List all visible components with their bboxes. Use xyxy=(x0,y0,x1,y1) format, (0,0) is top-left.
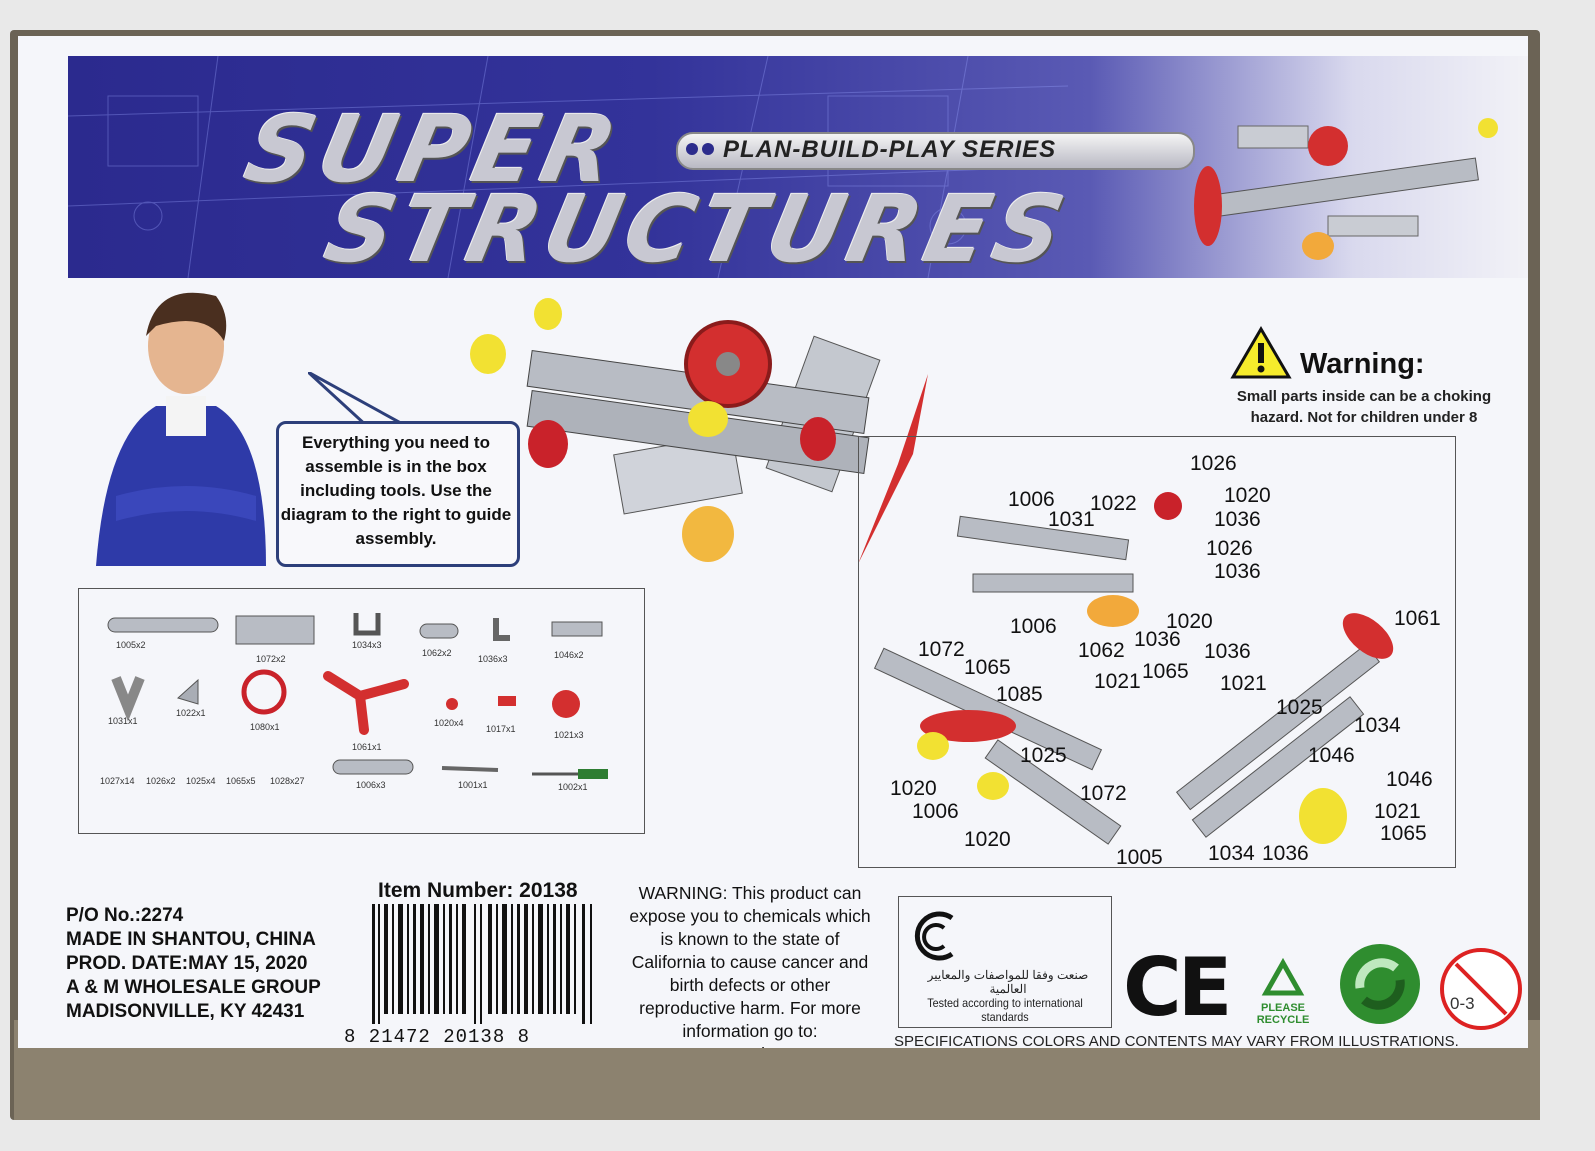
diagram-label: 1006 xyxy=(912,800,959,823)
diagram-label: 1036 xyxy=(1134,628,1181,651)
parts-list xyxy=(78,588,645,834)
standards-arabic-text: صنعت وفقا للمواصفات والمعايير العالمية xyxy=(927,968,1089,996)
diagram-label: 1072 xyxy=(918,638,965,661)
specifications-note: SPECIFICATIONS COLORS AND CONTENTS MAY V… xyxy=(894,1033,1459,1048)
diagram-label: 1034 xyxy=(1208,842,1255,865)
part-label: 1020x4 xyxy=(434,718,464,728)
diagram-label: 1065 xyxy=(1380,822,1427,845)
barcode-digits: 8 21472 20138 8 xyxy=(344,1026,531,1048)
diagram-label: 1026 xyxy=(1190,452,1237,475)
diagram-label: 1036 xyxy=(1214,508,1261,531)
part-label: 1006x3 xyxy=(356,780,386,790)
part-label: 1005x2 xyxy=(116,640,146,650)
part-label: 1017x1 xyxy=(486,724,516,734)
title-banner xyxy=(68,56,1528,278)
assembled-airplane-image xyxy=(470,298,928,564)
item-number: Item Number: 20138 xyxy=(378,879,578,902)
diagram-label: 1025 xyxy=(1020,744,1067,767)
diagram-label: 1046 xyxy=(1386,768,1433,791)
diagram-label: 1072 xyxy=(1080,782,1127,805)
part-label: 1025x4 xyxy=(186,776,216,786)
diagram-label: 1062 xyxy=(1078,639,1125,662)
diagram-label: 1036 xyxy=(1262,842,1309,865)
part-label: 1046x2 xyxy=(554,650,584,660)
part-label: 1036x3 xyxy=(478,654,508,664)
please-recycle-icon xyxy=(1261,957,1305,996)
company-info: P/O No.:2274 MADE IN SHANTOU, CHINA PROD… xyxy=(66,904,321,1024)
company-address: MADISONVILLE, KY 42431 xyxy=(66,1001,305,1022)
part-label: 1026x2 xyxy=(146,776,176,786)
diagram-label: 1021 xyxy=(1374,800,1421,823)
green-dot-icon xyxy=(1340,944,1420,1024)
diagram-label: 1065 xyxy=(1142,660,1189,683)
part-label: 1065x5 xyxy=(226,776,256,786)
warning-title: Warning: xyxy=(1300,348,1425,380)
warning-text: Small parts inside can be a choking haza… xyxy=(1236,388,1492,426)
diagram-label: 1034 xyxy=(1354,714,1401,737)
standards-logo-icon xyxy=(914,911,954,961)
part-label: 1022x1 xyxy=(176,708,206,718)
person-illustration xyxy=(96,292,266,566)
part-label: 1002x1 xyxy=(558,782,588,792)
diagram-label: 1021 xyxy=(1220,672,1267,695)
diagram-label: 1021 xyxy=(1094,670,1141,693)
barcode-image xyxy=(372,904,592,1024)
title-line-2: STRUCTURES xyxy=(316,176,1079,283)
prop65-warning: WARNING: This product can expose you to … xyxy=(629,883,871,1048)
diagram-label: 1085 xyxy=(996,683,1043,706)
diagram-label: 1005 xyxy=(1116,846,1163,869)
standards-english-text: Tested according to international standa… xyxy=(927,996,1083,1024)
part-label: 1027x14 xyxy=(100,776,135,786)
diagram-label: 1065 xyxy=(964,656,1011,679)
warning-triangle-icon xyxy=(1230,326,1292,379)
standards-box xyxy=(898,896,1112,1028)
made-in: MADE IN SHANTOU, CHINA xyxy=(66,929,316,950)
part-label: 1031x1 xyxy=(108,716,138,726)
parts-illustrations xyxy=(107,613,608,779)
diagram-label: 1020 xyxy=(890,777,937,800)
part-label: 1028x27 xyxy=(270,776,305,786)
part-label: 1061x1 xyxy=(352,742,382,752)
series-label: PLAN-BUILD-PLAY SERIES xyxy=(723,136,1057,163)
diagram-label: 1020 xyxy=(1166,610,1213,633)
airplane-thumbnail xyxy=(1194,118,1498,260)
speech-bubble xyxy=(276,421,520,567)
series-pill xyxy=(676,132,1195,170)
part-label: 1001x1 xyxy=(458,780,488,790)
recycle-label: PLEASE RECYCLE xyxy=(1256,1002,1310,1026)
diagram-label: 1025 xyxy=(1276,696,1323,719)
assembly-drawing xyxy=(873,492,1394,845)
diagram-label: 1020 xyxy=(1224,484,1271,507)
part-label: 1062x2 xyxy=(422,648,452,658)
part-label: 1072x2 xyxy=(256,654,286,664)
part-label: 1080x1 xyxy=(250,722,280,732)
diagram-label: 1006 xyxy=(1008,488,1055,511)
diagram-label: 1061 xyxy=(1394,607,1441,630)
diagram-label: 1006 xyxy=(1010,615,1057,638)
series-dot xyxy=(702,143,714,155)
part-label: 1021x3 xyxy=(554,730,584,740)
diagram-label: 1022 xyxy=(1090,492,1137,515)
diagram-label: 1036 xyxy=(1204,640,1251,663)
po-number: P/O No.:2274 xyxy=(66,905,184,926)
production-date: PROD. DATE:MAY 15, 2020 xyxy=(66,953,308,974)
diagram-label: 1031 xyxy=(1048,508,1095,531)
diagram-label: 1026 xyxy=(1206,537,1253,560)
diagram-label: 1036 xyxy=(1214,560,1261,583)
box-back-panel: SUPER STRUCTURES PLAN-BUILD-PLAY SERIES … xyxy=(18,36,1528,1048)
series-dot xyxy=(686,143,698,155)
company-name: A & M WHOLESALE GROUP xyxy=(66,977,321,998)
assembly-diagram xyxy=(858,436,1456,868)
diagram-label: 1046 xyxy=(1308,744,1355,767)
speech-bubble-text: Everything you need to assemble is in th… xyxy=(280,433,512,548)
ce-mark: CE xyxy=(1123,941,1232,1034)
age-warning-label: 0-3 xyxy=(1450,994,1475,1013)
diagram-label: 1020 xyxy=(964,828,1011,851)
age-warning-icon xyxy=(1440,948,1522,1030)
part-label: 1034x3 xyxy=(352,640,382,650)
